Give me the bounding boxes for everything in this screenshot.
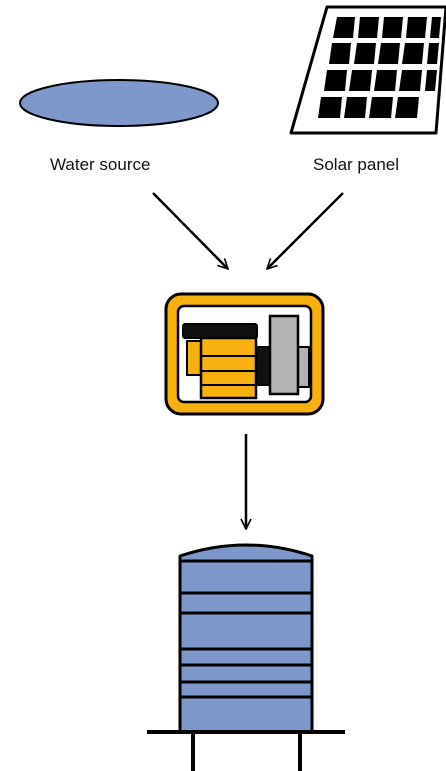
solar-panel-icon — [289, 5, 446, 135]
water-tank-icon — [147, 543, 345, 771]
solar-panel-label: Solar panel — [313, 155, 400, 174]
arrow-solar-to-pump — [267, 192, 344, 269]
water-source-icon — [19, 79, 219, 127]
water-pump-icon — [164, 292, 325, 416]
water-source-label: Water source — [50, 155, 151, 174]
arrow-water-to-pump — [152, 192, 228, 269]
